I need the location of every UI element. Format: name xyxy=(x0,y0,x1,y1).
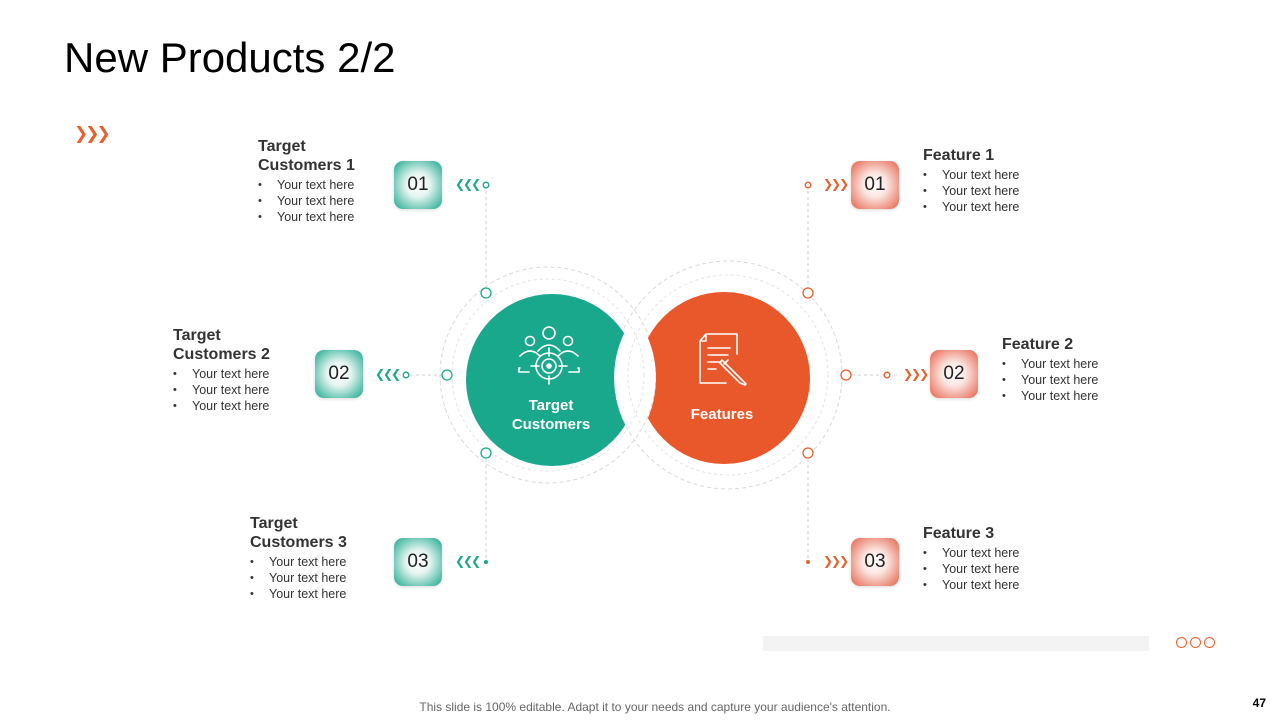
connector-node xyxy=(802,447,814,459)
right-arrows-icon: ❯❯❯ xyxy=(903,367,929,381)
bullet-item: Your text here xyxy=(923,561,1073,577)
left-arrows-icon: ❮❮❮ xyxy=(375,367,401,381)
footer-note: This slide is 100% editable. Adapt it to… xyxy=(419,700,891,714)
target-customers-shape xyxy=(466,294,638,466)
bullet-item: Your text here xyxy=(258,209,408,225)
features-shape xyxy=(638,292,810,464)
target-customers-label: Target Customers xyxy=(511,397,591,433)
bullet-item: Your text here xyxy=(173,398,323,414)
target-customers-1-block: Target Customers 1 Your text here Your t… xyxy=(258,137,408,225)
document-pen-icon xyxy=(699,333,747,386)
feature-1-badge: 01 xyxy=(851,161,899,209)
block-heading: Target Customers 3 xyxy=(250,515,347,551)
bullet-item: Your text here xyxy=(250,586,400,602)
block-heading: Feature 1 xyxy=(923,147,995,164)
bullet-item: Your text here xyxy=(1002,356,1152,372)
connector-node xyxy=(480,447,492,459)
bullet-item: Your text here xyxy=(250,570,400,586)
target-customers-3-badge: 03 xyxy=(394,538,442,586)
bullet-item: Your text here xyxy=(1002,372,1152,388)
feature-1-block: Feature 1 Your text here Your text here … xyxy=(923,146,1073,215)
feature-2-block: Feature 2 Your text here Your text here … xyxy=(1002,335,1152,404)
connector-node xyxy=(480,287,492,299)
bullet-item: Your text here xyxy=(923,183,1073,199)
block-heading: Target Customers 2 xyxy=(173,327,270,363)
bullet-item: Your text here xyxy=(258,177,408,193)
target-audience-icon xyxy=(518,326,580,385)
feature-3-block: Feature 3 Your text here Your text here … xyxy=(923,524,1073,593)
left-arrows-icon: ❮❮❮ xyxy=(455,554,481,568)
bullet-item: Your text here xyxy=(923,167,1073,183)
feature-3-badge: 03 xyxy=(851,538,899,586)
target-customers-2-badge: 02 xyxy=(315,350,363,398)
dots-decoration-icon xyxy=(1176,637,1215,648)
features-label: Features xyxy=(690,406,754,423)
connector-node xyxy=(802,287,814,299)
target-customers-3-block: Target Customers 3 Your text here Your t… xyxy=(250,514,400,602)
bullet-item: Your text here xyxy=(923,199,1073,215)
connector-node xyxy=(441,369,453,381)
connector-node xyxy=(804,181,812,189)
block-heading: Feature 2 xyxy=(1002,336,1074,353)
bullet-item: Your text here xyxy=(173,382,323,398)
bullet-item: Your text here xyxy=(923,545,1073,561)
chevron-decoration-icon: ❯❯❯ xyxy=(74,124,111,144)
block-heading: Feature 3 xyxy=(923,525,995,542)
connector-node xyxy=(840,369,852,381)
connector-node xyxy=(402,371,410,379)
connector-node xyxy=(883,371,891,379)
bullet-item: Your text here xyxy=(258,193,408,209)
bullet-item: Your text here xyxy=(1002,388,1152,404)
connector-node xyxy=(806,560,810,564)
footer-bar xyxy=(763,636,1149,651)
left-arrows-icon: ❮❮❮ xyxy=(455,177,481,191)
bullet-item: Your text here xyxy=(250,554,400,570)
right-arrows-icon: ❯❯❯ xyxy=(823,177,849,191)
connector-node xyxy=(482,181,490,189)
connector-node xyxy=(484,560,488,564)
block-heading: Target Customers 1 xyxy=(258,138,355,174)
bullet-item: Your text here xyxy=(923,577,1073,593)
right-arrows-icon: ❯❯❯ xyxy=(823,554,849,568)
page-number: 47 xyxy=(1252,696,1266,710)
feature-2-badge: 02 xyxy=(930,350,978,398)
bullet-item: Your text here xyxy=(173,366,323,382)
slide-title: New Products 2/2 xyxy=(64,34,396,81)
target-customers-2-block: Target Customers 2 Your text here Your t… xyxy=(173,326,323,414)
